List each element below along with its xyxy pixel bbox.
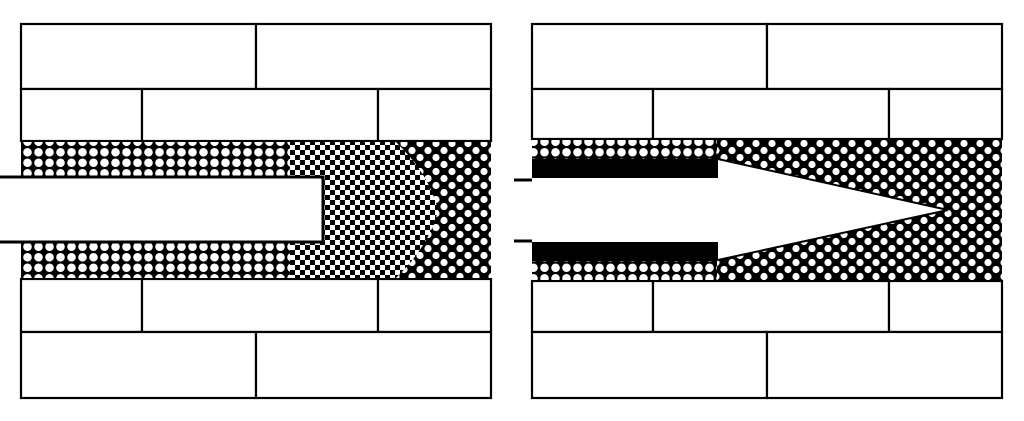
left-panel — [0, 22, 493, 400]
left-upper-brick-wall — [19, 22, 493, 143]
left-transition-zone — [290, 141, 438, 279]
right-arrow — [717, 158, 949, 261]
right-upper-brick-wall — [530, 22, 1004, 141]
right-lower-brick-wall — [530, 279, 1004, 400]
right-pipe — [514, 159, 718, 261]
left-pipe — [0, 175, 325, 244]
left-lower-brick-wall — [19, 277, 493, 400]
right-panel — [514, 22, 1004, 400]
